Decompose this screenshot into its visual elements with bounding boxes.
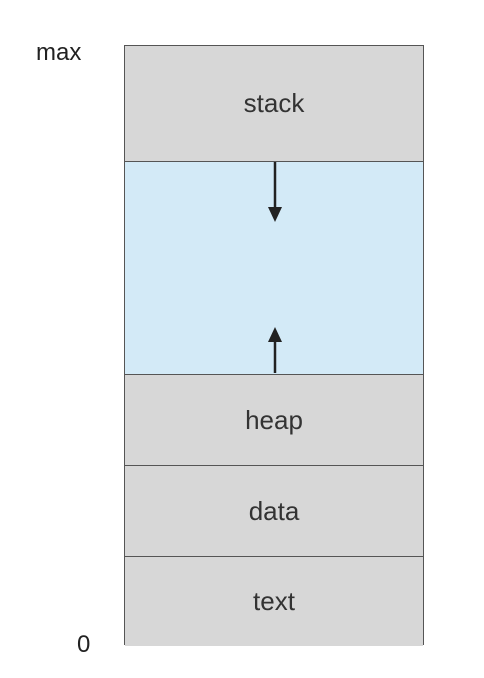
data-segment-label: data	[248, 495, 300, 526]
heap-segment: heap	[125, 374, 423, 465]
text-segment: text	[125, 556, 423, 646]
zero-address-label: 0	[77, 631, 91, 658]
stack-segment-label: stack	[243, 88, 305, 118]
text-segment-label: text	[253, 586, 295, 616]
max-address-label: max	[36, 39, 82, 66]
stack-segment: stack	[125, 46, 423, 161]
free-space-region	[125, 161, 423, 374]
heap-segment-label: heap	[245, 404, 303, 435]
memory-layout-diagram: stack heap data text	[124, 45, 424, 646]
data-segment: data	[125, 465, 423, 556]
